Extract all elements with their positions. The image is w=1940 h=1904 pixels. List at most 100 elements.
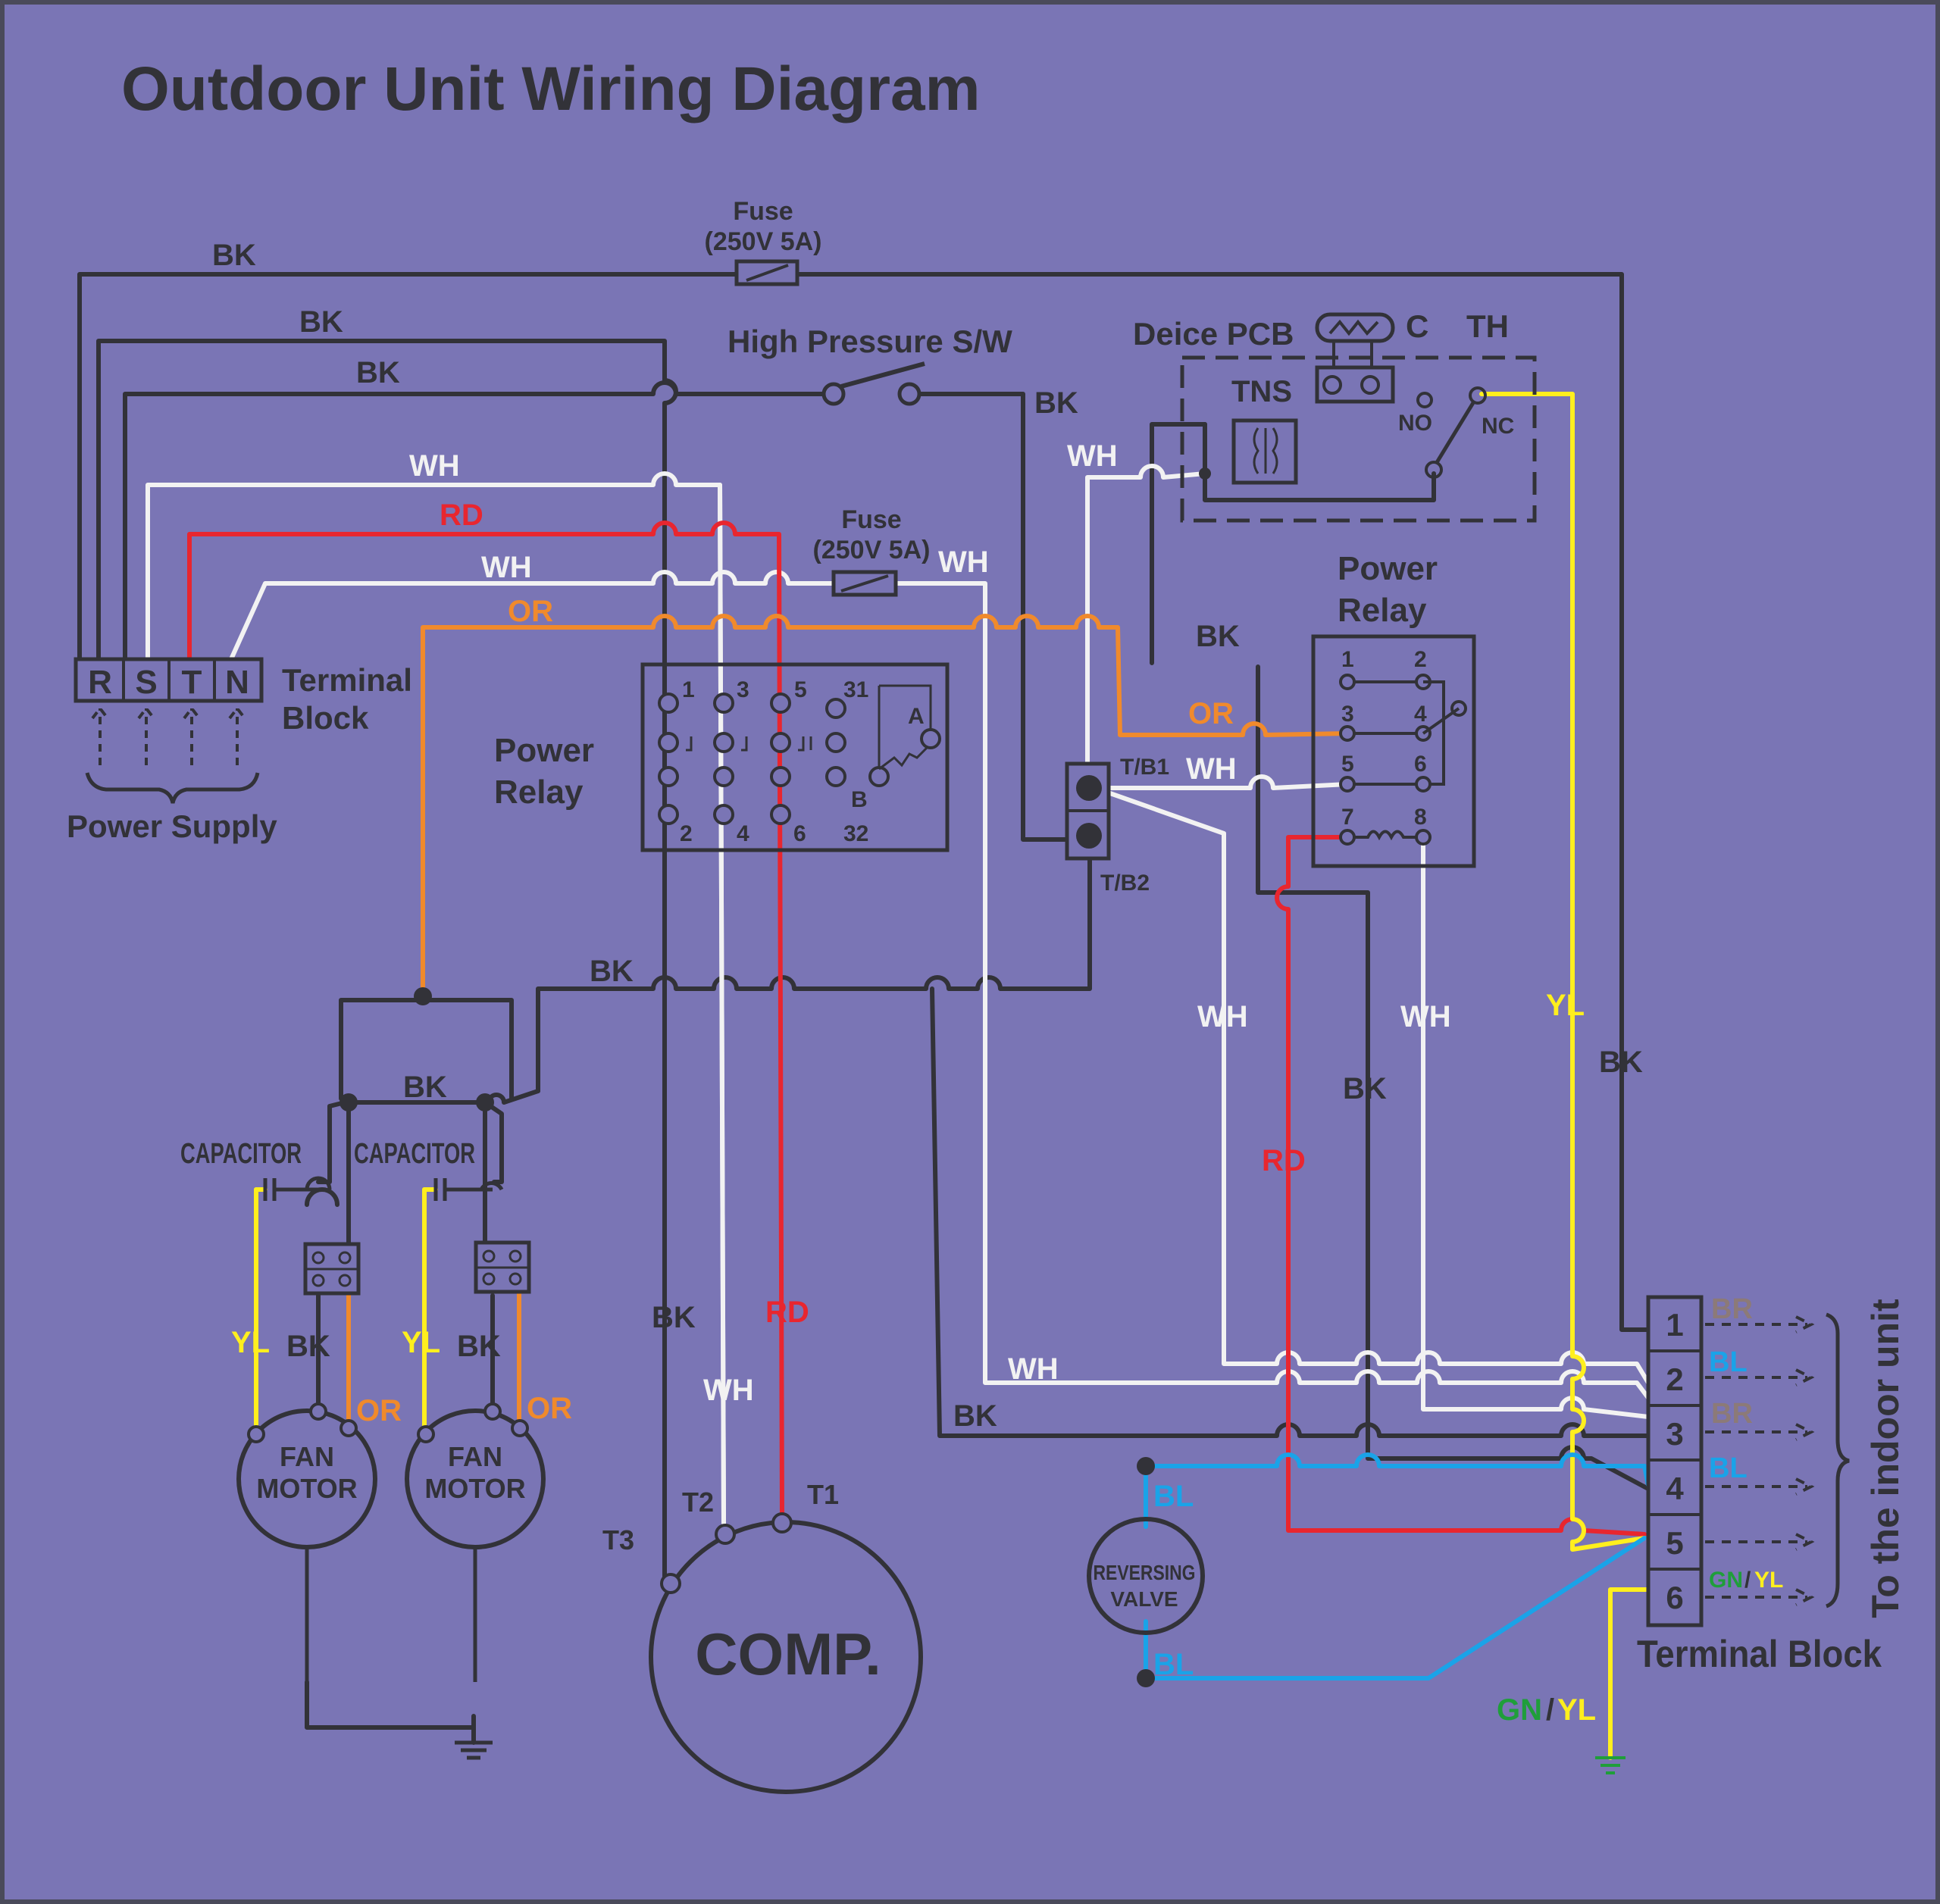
terminal-block-left: R S T N Terminal Block Power Supply	[67, 657, 412, 844]
high-pressure-switch: High Pressure S/W	[728, 324, 1012, 406]
tb1-label: T/B1	[1120, 755, 1169, 780]
wire-label: BK	[457, 1330, 501, 1363]
deice-pcb-th: TH	[1466, 308, 1509, 344]
terminal-block-right: 1 2 3 4 5 6 BR BL BR BL GN / YL Terminal…	[1497, 1293, 1907, 1774]
tb-right-terminal-1: 1	[1666, 1307, 1683, 1343]
wires	[77, 272, 1651, 1760]
yl-wire-deice	[1479, 392, 1647, 1552]
ground-icon	[1595, 1756, 1626, 1774]
fuse-mid-element	[840, 574, 889, 592]
to-indoor-label: To the indoor unit	[1864, 1299, 1907, 1618]
supply-arrow-icon	[183, 705, 201, 765]
capacitor-1-label: CAPACITOR	[180, 1138, 302, 1170]
tb-right-terminal-4: 4	[1666, 1471, 1684, 1506]
wire-label: RD	[1262, 1144, 1306, 1177]
relay1-contact	[658, 732, 679, 753]
deice-relay-arm	[1434, 400, 1476, 465]
power-supply-label: Power Supply	[67, 808, 277, 844]
fuse-mid-label: Fuse	[841, 505, 901, 534]
wh-wire-tb1	[1085, 464, 1207, 790]
relay1-pin-5: 5	[794, 677, 807, 702]
tb2-junction	[1076, 823, 1102, 849]
wire-label: BK	[403, 1071, 447, 1104]
relay1-coil-contact	[920, 728, 941, 749]
relay1-contact	[713, 804, 734, 825]
rv-label-1: REVERSING	[1094, 1561, 1196, 1584]
deice-pcb-c: C	[1406, 308, 1428, 344]
tb-left-terminal-r: R	[88, 664, 112, 701]
tb-left-label-2: Block	[282, 700, 369, 736]
wire-label: OR	[527, 1392, 572, 1425]
tb-right-wire-2: BL	[1709, 1346, 1748, 1378]
wire-color-labels: BK BK BK BK WH RD WH OR WH WH BK OR WH B…	[212, 239, 1643, 1681]
tb-right-wire-4: BL	[1709, 1452, 1748, 1484]
capacitor-hop-icon	[479, 1181, 504, 1191]
fan2-label-1: FAN	[448, 1441, 502, 1472]
tb2-label: T/B2	[1100, 871, 1150, 896]
supply-arrow-icon	[228, 705, 246, 765]
fan1-label-1: FAN	[280, 1441, 334, 1472]
wire-label: WH	[409, 449, 460, 483]
relay1-label-1: Power	[494, 732, 594, 769]
relay2-border	[1311, 634, 1476, 868]
bl-wire-rv-top	[1144, 1452, 1651, 1487]
wh-wire-s	[146, 471, 726, 1525]
fan-section: CAPACITOR CAPACITOR	[180, 987, 546, 1760]
fan-motor-terminal	[340, 1419, 358, 1437]
tb-left-terminal-s: S	[135, 664, 157, 701]
fan-motor-terminals	[247, 1402, 529, 1443]
relay1-contact	[713, 732, 734, 753]
capacitor-hop-icon	[305, 1176, 332, 1190]
relay1-pin-6: 6	[793, 821, 806, 846]
bk-wire-deice	[1150, 422, 1207, 665]
indoor-arrow-icon	[1705, 1533, 1815, 1551]
relay2-pin-3: 3	[1341, 702, 1354, 727]
relay1-pin-4: 4	[737, 821, 749, 846]
thermistor-body	[1315, 312, 1395, 343]
relay2-label-1: Power	[1338, 550, 1438, 587]
comp-t3-label: T3	[602, 1524, 634, 1555]
ground-wire-slash: /	[1546, 1693, 1554, 1727]
tns-transformer-icon	[1253, 427, 1278, 474]
fan-motor-terminal	[483, 1402, 502, 1421]
wh-wire-comp-t2	[718, 483, 726, 1525]
indoor-arrow-icon	[1705, 1477, 1815, 1496]
comp-terminal-t3	[660, 1573, 681, 1594]
thermistor-connector	[1315, 365, 1395, 404]
relay1-pin-32: 32	[843, 821, 868, 846]
fan2-label-2: MOTOR	[424, 1473, 525, 1504]
connector-pin	[482, 1272, 496, 1286]
relay1-contact	[770, 732, 791, 753]
fuse-mid: Fuse (250V 5A)	[813, 505, 930, 597]
wire-label: WH	[1197, 1000, 1248, 1033]
power-relay-secondary: Power Relay 1 2 3 4 5 6 7 8	[1311, 550, 1476, 868]
relay1-contacts	[658, 693, 941, 825]
indoor-arrow-icon	[1705, 1315, 1815, 1333]
wire-label: BK	[953, 1399, 997, 1433]
relay2-contact	[1339, 776, 1356, 793]
supply-arrow-icon	[137, 705, 155, 765]
fuse-top-rating: (250V 5A)	[705, 227, 822, 256]
fan-or-junction	[414, 987, 432, 1005]
tb-right-wire-6-yl: YL	[1754, 1568, 1783, 1593]
relay2-contact	[1339, 674, 1356, 690]
relay2-label-2: Relay	[1338, 592, 1427, 629]
bk-wire-s-upper	[96, 339, 667, 661]
relay1-pin-1: 1	[682, 677, 695, 702]
relay1-pin-b: B	[851, 787, 868, 812]
relay2-contact	[1415, 829, 1432, 846]
wire-label: BK	[212, 239, 256, 272]
compressor-label: COMP.	[695, 1621, 881, 1687]
wire-label: WH	[481, 551, 532, 584]
thermistor-icon	[1328, 319, 1379, 336]
relay1-pin-3: 3	[737, 677, 749, 702]
thermistor-pin-2	[1360, 375, 1380, 395]
wire-label: WH	[1400, 1000, 1451, 1033]
relay1-switch-mark	[741, 736, 748, 752]
indoor-arrow-icon	[1705, 1423, 1815, 1441]
deice-no-contact	[1416, 392, 1433, 408]
wire-label: BK	[1599, 1046, 1643, 1079]
power-relay-main: Power Relay 1	[494, 662, 950, 852]
